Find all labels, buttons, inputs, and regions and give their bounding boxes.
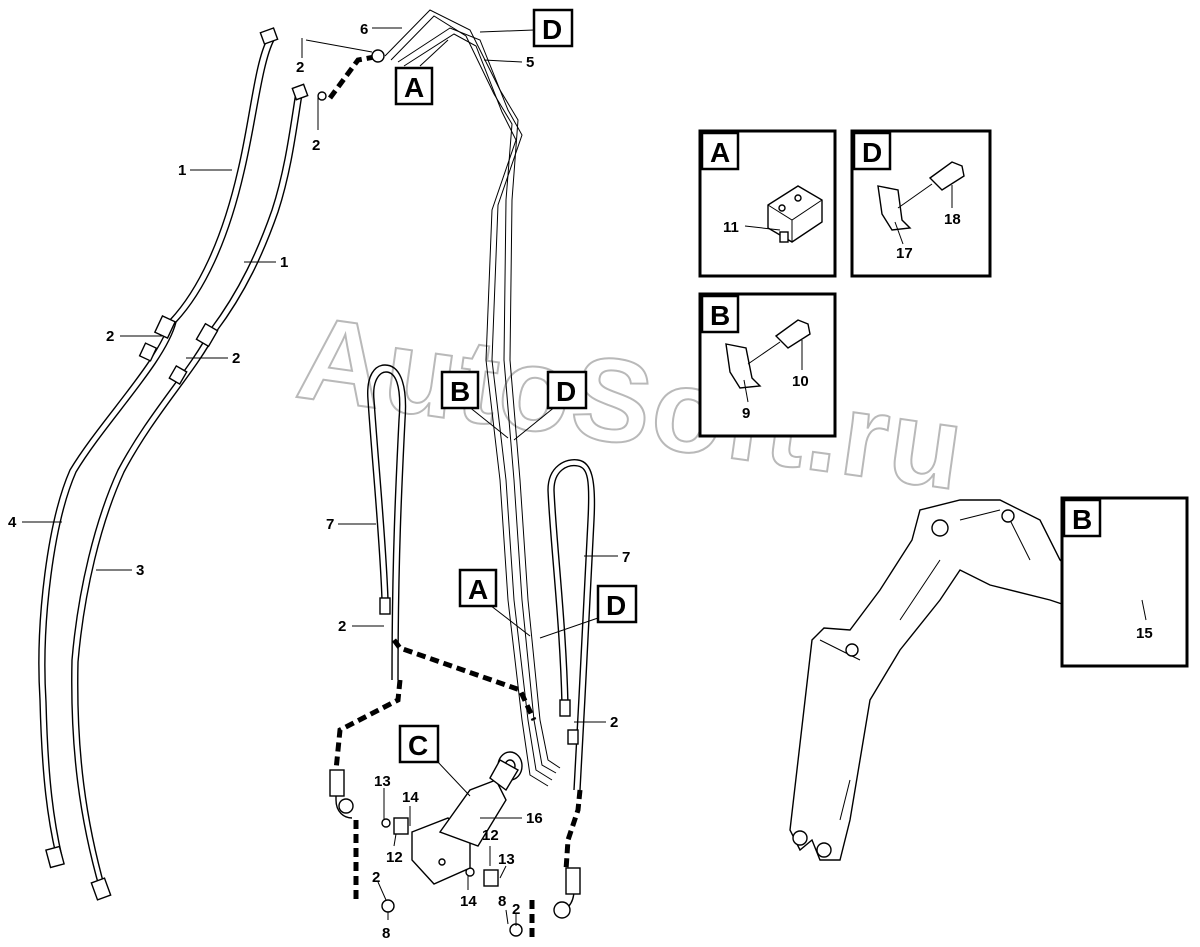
steel-tube-bundle (384, 9, 561, 787)
part-label-2: 2 (312, 137, 320, 154)
detail-d-title: D (862, 137, 882, 168)
top-fitting-line (305, 39, 373, 53)
part-label-2: 2 (106, 328, 114, 345)
cylinder-icon (411, 751, 523, 885)
bolt-icon (774, 319, 811, 349)
clamp-plate-icon (877, 185, 912, 231)
part-label-2: 2 (296, 59, 304, 76)
loop-hose-right (547, 459, 596, 791)
part-label-2: 2 (372, 869, 380, 886)
svg-text:D: D (542, 14, 562, 45)
part-label-12: 12 (482, 827, 499, 844)
detail-b-boom-title: B (1072, 504, 1092, 535)
part-label-7: 7 (326, 516, 334, 533)
dashed-connection-right-down (563, 789, 583, 871)
ref-tag-a-top: A (394, 39, 449, 106)
lower-left-fittings (329, 769, 409, 913)
svg-text:A: A (468, 574, 488, 605)
detail-view-b: B 9 10 (698, 292, 837, 438)
svg-text:D: D (606, 590, 626, 621)
part-label-13: 13 (498, 851, 515, 868)
ref-tag-c-cylinder: C (398, 724, 471, 797)
bolt-icon (928, 161, 965, 191)
part-label-14: 14 (402, 789, 419, 806)
part-label-8: 8 (382, 925, 390, 942)
part-label-2: 2 (232, 350, 240, 367)
part-label-11: 11 (723, 219, 739, 236)
part-callouts: 6 5 2 2 1 1 2 2 4 3 7 7 2 2 1 (8, 21, 630, 942)
svg-text:D: D (556, 376, 576, 407)
ref-tag-a-low: A (458, 568, 531, 637)
detail-view-d: D 17 18 (850, 129, 992, 278)
part-label-6: 6 (360, 21, 368, 38)
part-label-2: 2 (512, 901, 520, 918)
part-label-14: 14 (460, 893, 477, 910)
left-hose-3 (71, 83, 309, 901)
part-label-7: 7 (622, 549, 630, 566)
part-label-4: 4 (8, 514, 17, 531)
part-label-1: 1 (280, 254, 288, 271)
dashed-connection-mid (392, 638, 537, 722)
detail-view-a: A 11 (698, 129, 837, 278)
loop-hose-left (367, 364, 407, 681)
part-label-12: 12 (386, 849, 403, 866)
detail-a-title: A (710, 137, 730, 168)
part-label-9: 9 (742, 405, 750, 422)
part-label-5: 5 (526, 54, 534, 71)
left-hose-4 (38, 27, 279, 869)
part-label-3: 3 (136, 562, 144, 579)
part-label-15: 15 (1136, 625, 1153, 642)
svg-text:B: B (450, 376, 470, 407)
svg-text:A: A (404, 72, 424, 103)
dashed-connection-left-down (333, 679, 403, 771)
svg-text:C: C (408, 730, 428, 761)
part-label-18: 18 (944, 211, 961, 228)
part-label-2: 2 (338, 618, 346, 635)
lower-right-fittings (465, 867, 581, 937)
part-label-8: 8 (498, 893, 506, 910)
dashed-connection-top (327, 53, 381, 100)
ref-tag-d-top: D (479, 8, 574, 48)
part-label-2: 2 (610, 714, 618, 731)
part-label-13: 13 (374, 773, 391, 790)
clamp-block-icon (767, 185, 823, 243)
watermark: AutoSoft.ru (290, 292, 973, 516)
part-label-17: 17 (896, 245, 913, 262)
part-label-1: 1 (178, 162, 186, 179)
ref-tag-b-mid: B (440, 370, 509, 439)
detail-view-b-boom: B 15 (1060, 496, 1189, 668)
part-label-16: 16 (526, 810, 543, 827)
ref-tag-d-mid: D (513, 370, 588, 441)
part-label-10: 10 (792, 373, 809, 390)
detail-b-title: B (710, 300, 730, 331)
clamp-plate-icon (725, 343, 762, 389)
ref-tag-d-low: D (539, 584, 638, 639)
